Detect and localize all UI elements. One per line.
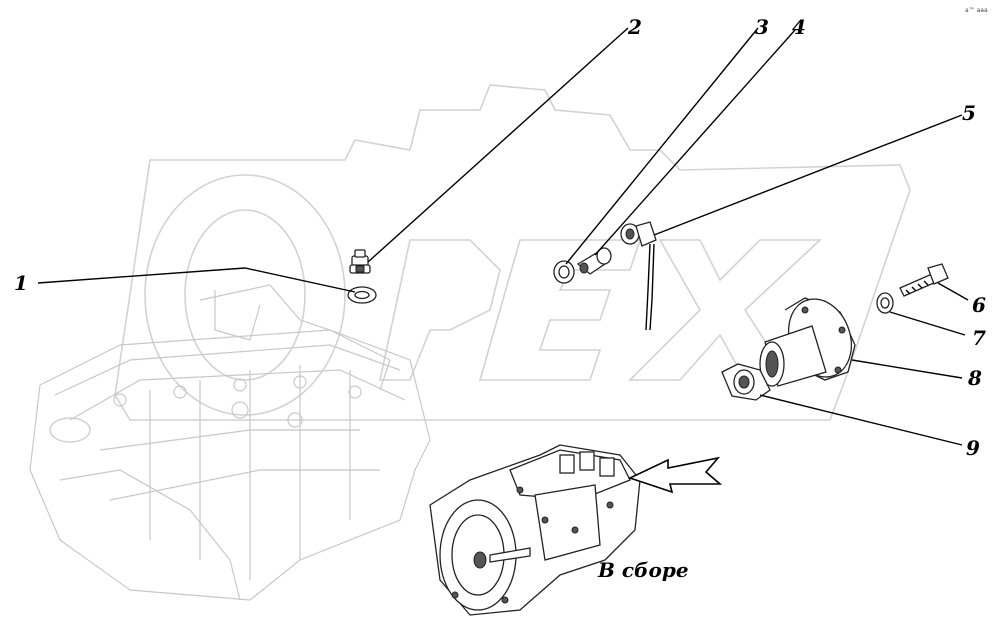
callout-5: 5 [962, 101, 976, 125]
part-2-plug [349, 249, 371, 274]
callout-8: 8 [967, 366, 982, 390]
part-1-washer [347, 286, 377, 304]
part-6-bolt [899, 263, 949, 297]
callout-9: 9 [966, 436, 980, 460]
assembly-arrow [627, 456, 723, 494]
leader-lines [37, 27, 969, 446]
part-9-nut [721, 363, 771, 401]
assembly-caption: В сборе [597, 558, 689, 582]
corner-mark: а™ ааа [965, 7, 988, 14]
callout-7: 7 [972, 326, 986, 350]
callout-3: 3 [755, 15, 769, 39]
part-5-sensor-with-wire [620, 221, 657, 331]
callout-4: 4 [792, 15, 806, 39]
callout-6: 6 [972, 293, 986, 317]
part-4-sensor [576, 247, 612, 275]
part-7-washer [876, 292, 894, 314]
transmission-housing-ghost [29, 284, 431, 601]
part-8-flange [759, 297, 856, 387]
callout-2: 2 [627, 15, 642, 39]
part-3-washer [553, 260, 575, 284]
callout-1: 1 [14, 271, 28, 295]
gearbox-assembly [429, 444, 641, 616]
